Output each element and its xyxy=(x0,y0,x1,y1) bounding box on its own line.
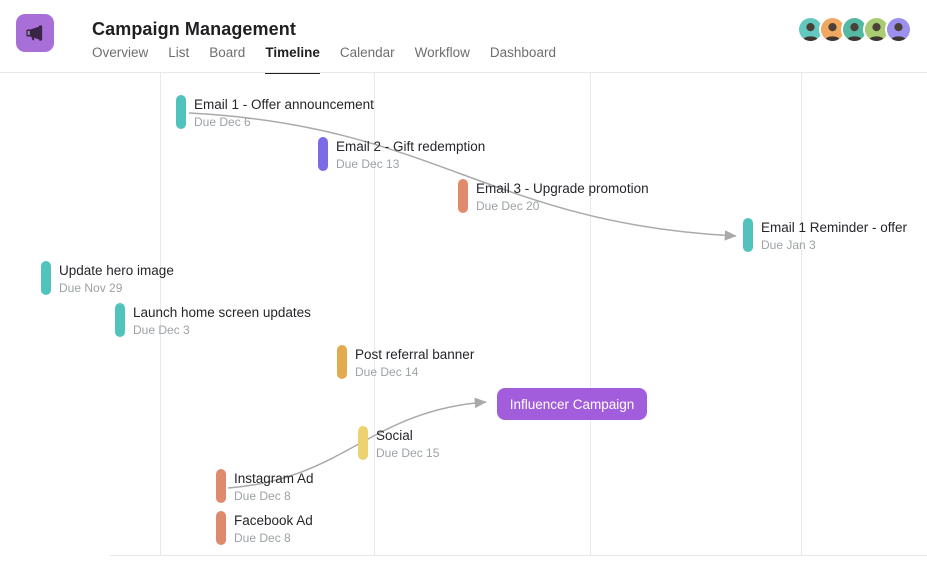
task-due-date: Due Dec 15 xyxy=(376,446,440,460)
connector-email-1-to-email-1-reminder xyxy=(188,112,737,241)
task-title: Update hero image xyxy=(59,263,174,278)
task-title: Email 1 Reminder - offer xyxy=(761,220,908,235)
header-divider xyxy=(0,72,927,73)
gridline xyxy=(801,73,802,555)
task-bar xyxy=(318,137,328,171)
milestone-label: Influencer Campaign xyxy=(509,396,635,412)
task-title: Social xyxy=(376,428,413,443)
task-title: Facebook Ad xyxy=(234,513,313,528)
gridline xyxy=(160,73,161,555)
project-logo[interactable] xyxy=(16,14,54,52)
task-bar xyxy=(743,218,753,252)
avatar-row xyxy=(797,16,912,43)
task-title: Post referral banner xyxy=(355,347,475,362)
tab-workflow[interactable]: Workflow xyxy=(414,45,470,60)
task-due-date: Due Dec 8 xyxy=(234,531,291,545)
person-icon xyxy=(843,18,866,41)
task-bar xyxy=(337,345,347,379)
task-bar xyxy=(115,303,125,337)
task-title: Instagram Ad xyxy=(234,471,314,486)
tab-dashboard[interactable]: Dashboard xyxy=(489,45,556,60)
task-title: Email 2 - Gift redemption xyxy=(336,139,486,154)
tab-calendar[interactable]: Calendar xyxy=(339,45,395,60)
person-icon xyxy=(887,18,910,41)
person-icon xyxy=(865,18,888,41)
gridline xyxy=(374,73,375,555)
gridline xyxy=(590,73,591,555)
task-facebook-ad[interactable]: Facebook Ad Due Dec 8 xyxy=(216,511,313,547)
task-bar xyxy=(216,511,226,545)
tab-list[interactable]: List xyxy=(168,45,190,60)
task-due-date: Due Dec 20 xyxy=(476,199,540,213)
task-due-date: Due Dec 14 xyxy=(355,365,419,379)
task-bar xyxy=(41,261,51,295)
task-title: Launch home screen updates xyxy=(133,305,311,320)
task-due-date: Due Jan 3 xyxy=(761,238,816,252)
task-due-date: Due Nov 29 xyxy=(59,281,123,295)
task-due-date: Due Dec 8 xyxy=(234,489,291,503)
task-due-date: Due Dec 13 xyxy=(336,157,400,171)
tab-overview[interactable]: Overview xyxy=(92,45,149,60)
task-due-date: Due Dec 6 xyxy=(194,115,251,129)
tab-bar: Overview List Board Timeline Calendar Workflo… xyxy=(92,45,556,74)
tab-board[interactable]: Board xyxy=(209,45,246,60)
task-instagram-ad[interactable]: Instagram Ad Due Dec 8 xyxy=(216,469,314,505)
milestone-influencer-campaign[interactable]: Influencer Campaign xyxy=(497,388,647,420)
task-bar xyxy=(216,469,226,503)
task-bar xyxy=(458,179,468,213)
task-bar xyxy=(176,95,186,129)
tab-timeline[interactable]: Timeline xyxy=(265,45,320,74)
person-icon xyxy=(799,18,822,41)
page-title[interactable]: Campaign Management xyxy=(92,19,296,39)
task-title: Email 1 - Offer announcement xyxy=(194,97,374,112)
person-icon xyxy=(821,18,844,41)
task-text: Instagram Ad Due Dec 8 xyxy=(234,469,314,505)
megaphone-icon xyxy=(26,25,43,41)
task-text: Facebook Ad Due Dec 8 xyxy=(234,511,313,547)
task-due-date: Due Dec 3 xyxy=(133,323,190,337)
avatar-member-5[interactable] xyxy=(885,16,912,43)
task-title: Email 3 - Upgrade promotion xyxy=(476,181,649,196)
timeline-bottom-border xyxy=(110,555,927,556)
task-bar xyxy=(358,426,368,460)
